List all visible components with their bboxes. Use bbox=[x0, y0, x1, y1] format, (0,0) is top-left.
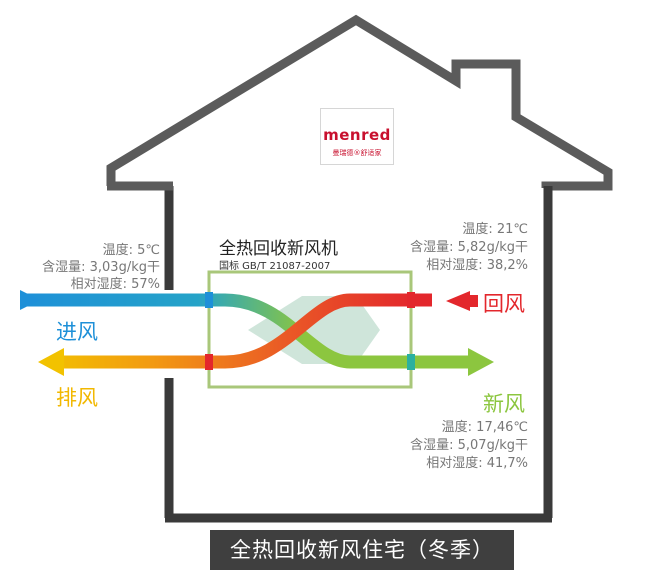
fresh-air-humidity: 含湿量: 5,07g/kg干 bbox=[410, 438, 528, 453]
return-relative-humidity: 相对湿度: 38,2% bbox=[426, 258, 528, 273]
return-humidity: 含湿量: 5,82g/kg干 bbox=[410, 240, 528, 255]
intake-temperature: 温度: 5℃ bbox=[102, 243, 160, 258]
exhaust-label: 排风 bbox=[56, 386, 98, 410]
return-arrow-tail bbox=[468, 295, 478, 307]
caption-banner: 全热回收新风住宅（冬季） bbox=[210, 530, 514, 570]
ventilation-unit-box bbox=[207, 270, 413, 389]
fresh-air-relative-humidity: 相对湿度: 41,7% bbox=[426, 456, 528, 471]
fresh-air-arrowhead bbox=[468, 348, 494, 376]
connector-exhaust bbox=[205, 354, 213, 370]
fresh-air-label: 新风 bbox=[483, 392, 525, 416]
fresh-air-temperature: 温度: 17,46℃ bbox=[441, 420, 528, 435]
connector-return bbox=[407, 292, 415, 308]
intake-arrowhead bbox=[20, 290, 40, 310]
unit-standard: 国标 GB/T 21087-2007 bbox=[219, 261, 331, 272]
return-arrowhead bbox=[446, 291, 470, 311]
exhaust-arrowhead bbox=[38, 348, 64, 376]
brand-logo: menred 曼瑞德®舒适家 bbox=[320, 108, 394, 165]
logo-wordmark: menred bbox=[323, 126, 391, 144]
return-airflow bbox=[62, 293, 432, 369]
house-roof-outline bbox=[106, 14, 613, 191]
connector-intake bbox=[205, 292, 213, 308]
return-label: 回风 bbox=[483, 292, 525, 316]
intake-label: 进风 bbox=[56, 320, 98, 344]
return-temperature: 温度: 21℃ bbox=[462, 222, 528, 237]
intake-humidity: 含湿量: 3,03g/kg干 bbox=[42, 260, 160, 275]
logo-tagline: 曼瑞德®舒适家 bbox=[332, 149, 382, 157]
connector-fresh bbox=[407, 354, 415, 370]
intake-relative-humidity: 相对湿度: 57% bbox=[70, 277, 160, 292]
unit-title: 全热回收新风机 bbox=[219, 239, 338, 259]
